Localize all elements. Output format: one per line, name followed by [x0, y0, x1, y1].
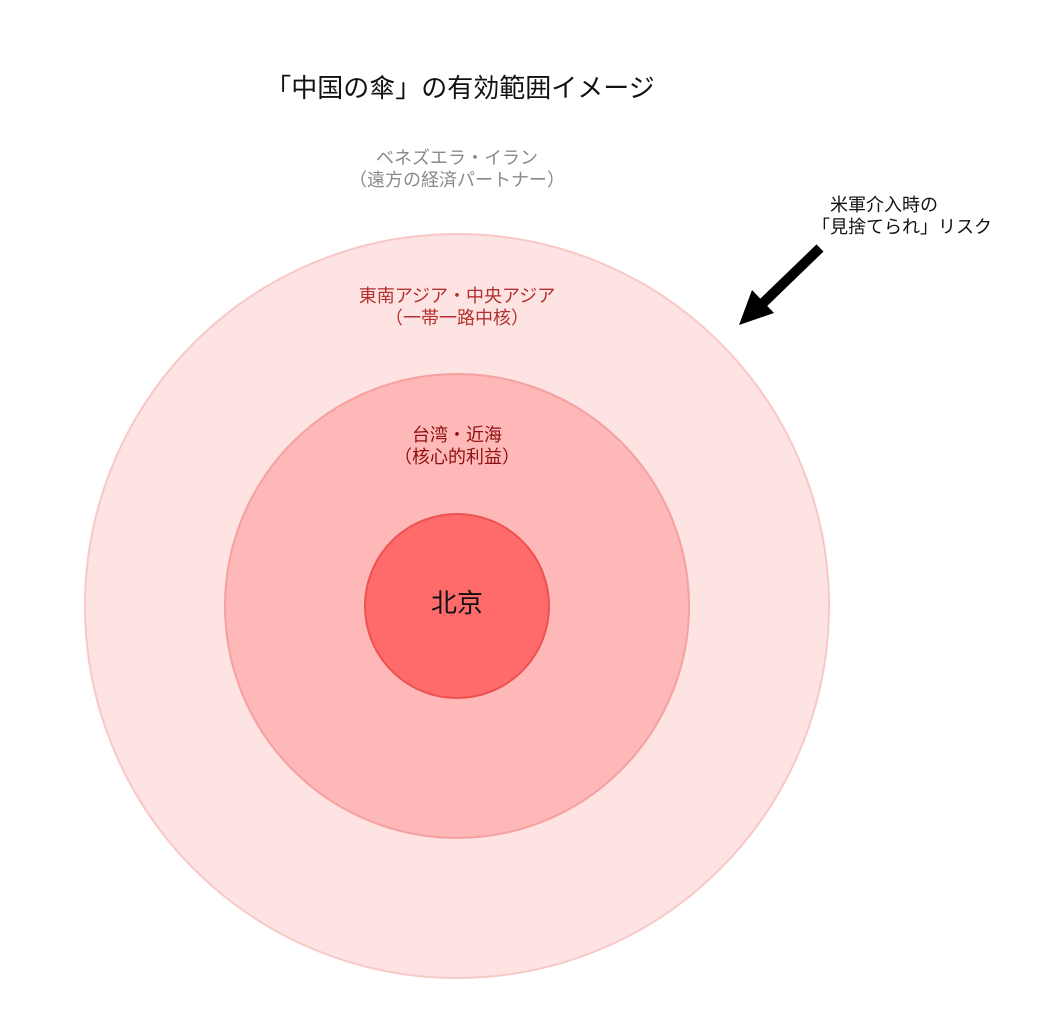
- risk-annotation-line1: 米軍介入時の: [830, 195, 938, 216]
- middle-ring-label: 東南アジア・中央アジア （一帯一路中核）: [257, 286, 657, 329]
- diagram-title: 「中国の傘」の有効範囲イメージ: [265, 74, 655, 104]
- outer-ring-name: ベネズエラ・イラン: [376, 148, 538, 169]
- inner-ring-label: 台湾・近海 （核心的利益）: [307, 425, 607, 468]
- core-circle: [364, 513, 550, 699]
- middle-ring-name: 東南アジア・中央アジア: [358, 286, 556, 307]
- inner-ring-description: （核心的利益）: [394, 446, 520, 468]
- core-label: 北京: [430, 589, 483, 619]
- outer-ring-label: ベネズエラ・イラン （遠方の経済パートナー）: [257, 148, 657, 191]
- risk-annotation-line2: 「見捨てられ」リスク: [812, 216, 992, 238]
- outer-ring-description: （遠方の経済パートナー）: [349, 169, 565, 191]
- middle-ring-description: （一帯一路中核）: [385, 307, 529, 329]
- inner-ring-name: 台湾・近海: [412, 425, 502, 446]
- arrow-down-left-icon: [739, 244, 824, 325]
- risk-annotation: 米軍介入時の 「見捨てられ」リスク: [790, 195, 1040, 238]
